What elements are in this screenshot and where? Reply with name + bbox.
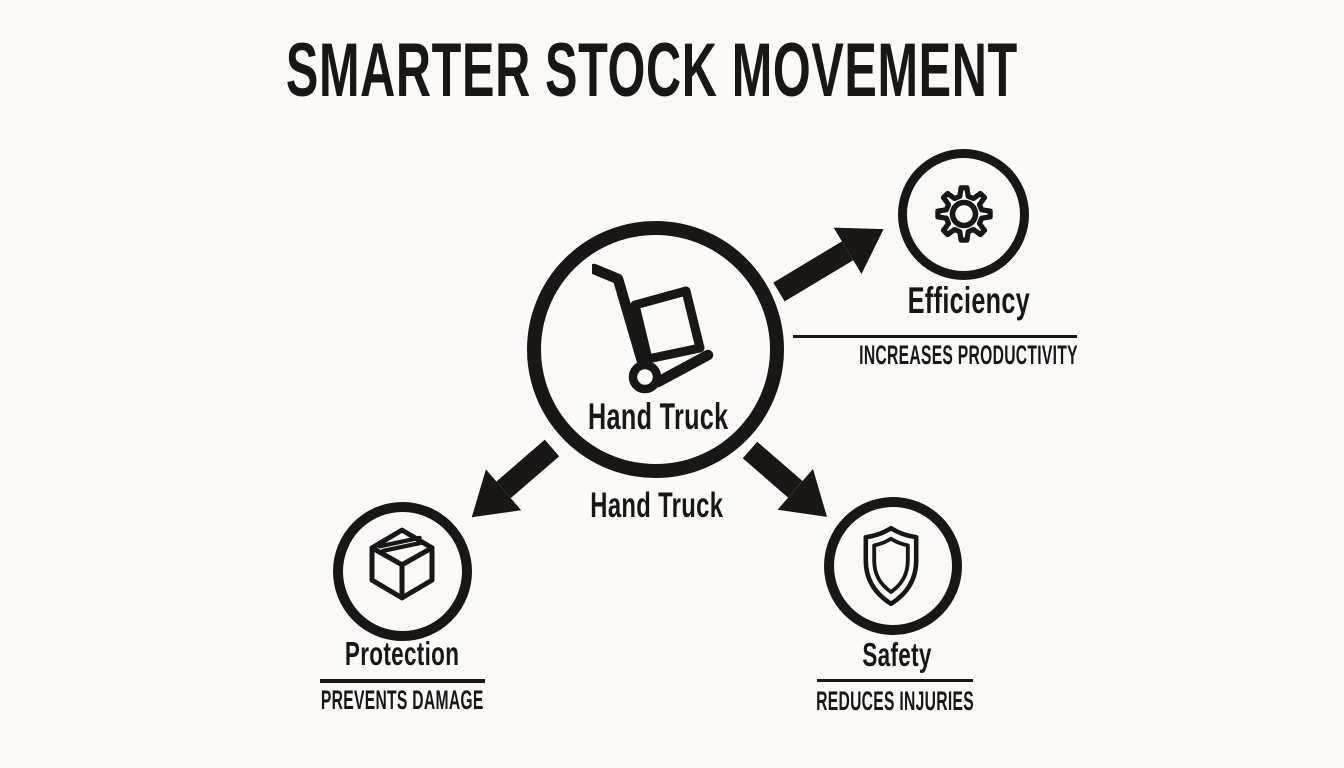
arrow-to-protection bbox=[496, 439, 560, 499]
protection-divider-line bbox=[320, 679, 485, 683]
safety-divider-line bbox=[817, 679, 973, 682]
page-title-text: SMARTER STOCK MOVEMENT bbox=[286, 28, 1018, 113]
safety-node-circle bbox=[824, 497, 962, 635]
shield-icon bbox=[863, 525, 919, 607]
efficiency-node-circle bbox=[898, 149, 1029, 280]
protection-node-circle bbox=[333, 502, 472, 641]
hand-truck-icon bbox=[592, 263, 714, 394]
arrow-to-efficiency bbox=[773, 241, 854, 302]
efficiency-divider-line bbox=[793, 335, 1077, 338]
box-icon bbox=[369, 527, 435, 601]
arrow-to-safety bbox=[742, 441, 803, 498]
gear-icon bbox=[935, 185, 993, 243]
